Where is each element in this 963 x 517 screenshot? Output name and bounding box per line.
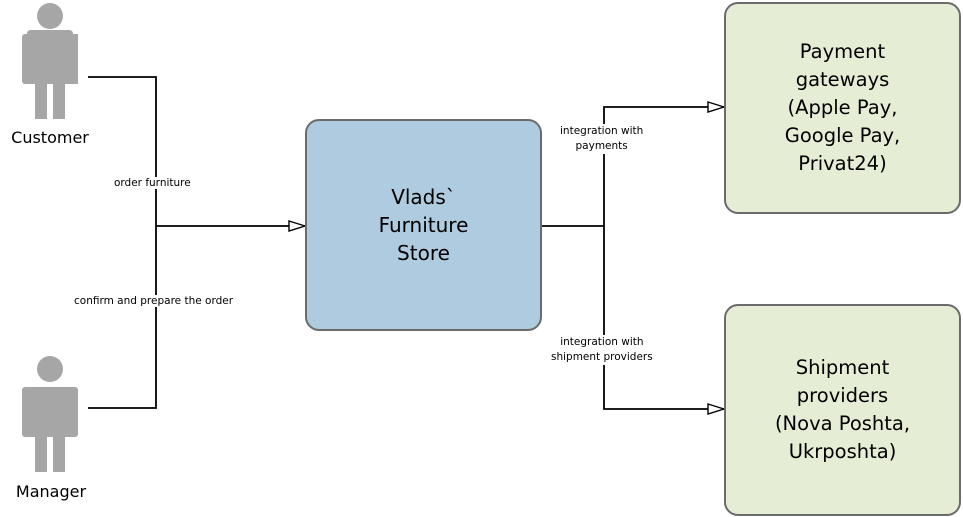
edge-label-payments-line2: payments bbox=[575, 140, 628, 152]
payment-gateways-label: Payment gateways (Apple Pay, Google Pay,… bbox=[784, 40, 901, 175]
connector-store-payment bbox=[603, 107, 724, 226]
edge-label-shipment-line2: shipment providers bbox=[551, 351, 653, 363]
manager-actor-icon bbox=[22, 356, 78, 472]
manager-label: Manager bbox=[15, 482, 87, 501]
edge-label-payments: integration with payments bbox=[560, 124, 644, 154]
edge-label-confirm: confirm and prepare the order bbox=[74, 295, 234, 307]
shipment-providers-label: Shipment providers (Nova Poshta, Ukrposh… bbox=[774, 356, 911, 463]
connector-customer-store bbox=[88, 76, 157, 226]
connector-manager-store bbox=[88, 226, 157, 409]
payment-gateways-node: Payment gateways (Apple Pay, Google Pay,… bbox=[724, 2, 961, 214]
connector-store-shipment bbox=[603, 226, 724, 409]
edge-label-order: order furniture bbox=[114, 177, 191, 189]
shipment-providers-node: Shipment providers (Nova Poshta, Ukrposh… bbox=[724, 304, 961, 516]
store-node-label: Vlads` Furniture Store bbox=[378, 185, 469, 265]
edge-label-payments-line1: integration with bbox=[560, 125, 644, 137]
edge-label-shipment: integration with shipment providers bbox=[551, 335, 653, 365]
store-node: Vlads` Furniture Store bbox=[305, 119, 542, 331]
edge-label-shipment-line1: integration with bbox=[560, 336, 644, 348]
customer-label: Customer bbox=[11, 128, 89, 147]
customer-actor-icon bbox=[22, 3, 78, 119]
